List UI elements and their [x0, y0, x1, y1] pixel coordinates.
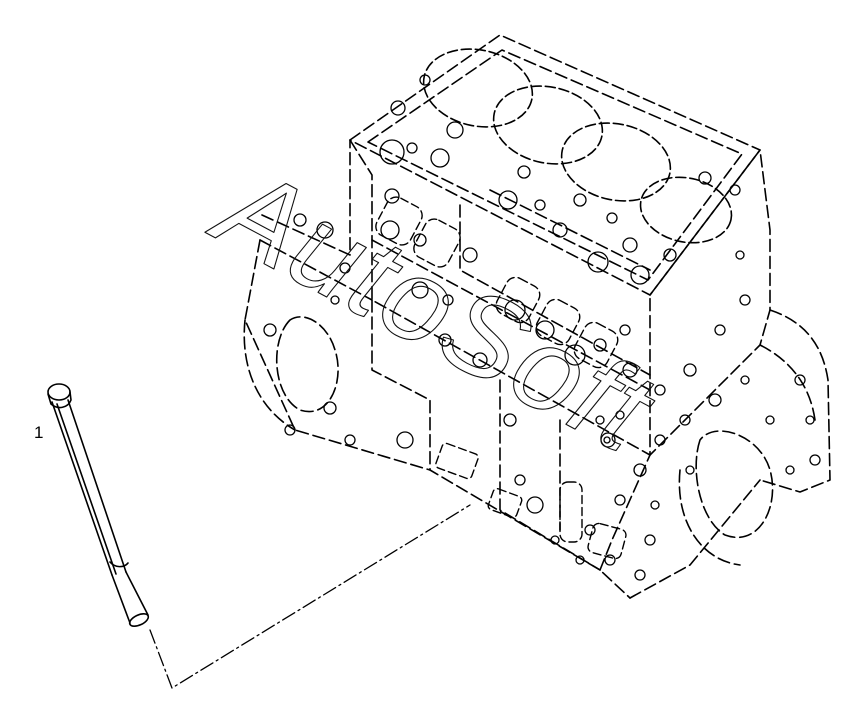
bolt-holes — [263, 74, 821, 581]
part-callout-number: 1 — [34, 423, 44, 442]
front-face-ports — [375, 196, 627, 560]
watermark: AutoSoft — [192, 138, 676, 480]
cylinder-bores — [422, 48, 733, 244]
assembly-leader-line — [149, 504, 471, 689]
watermark-text: AutoSoft — [192, 139, 675, 479]
push-rod — [47, 383, 150, 627]
